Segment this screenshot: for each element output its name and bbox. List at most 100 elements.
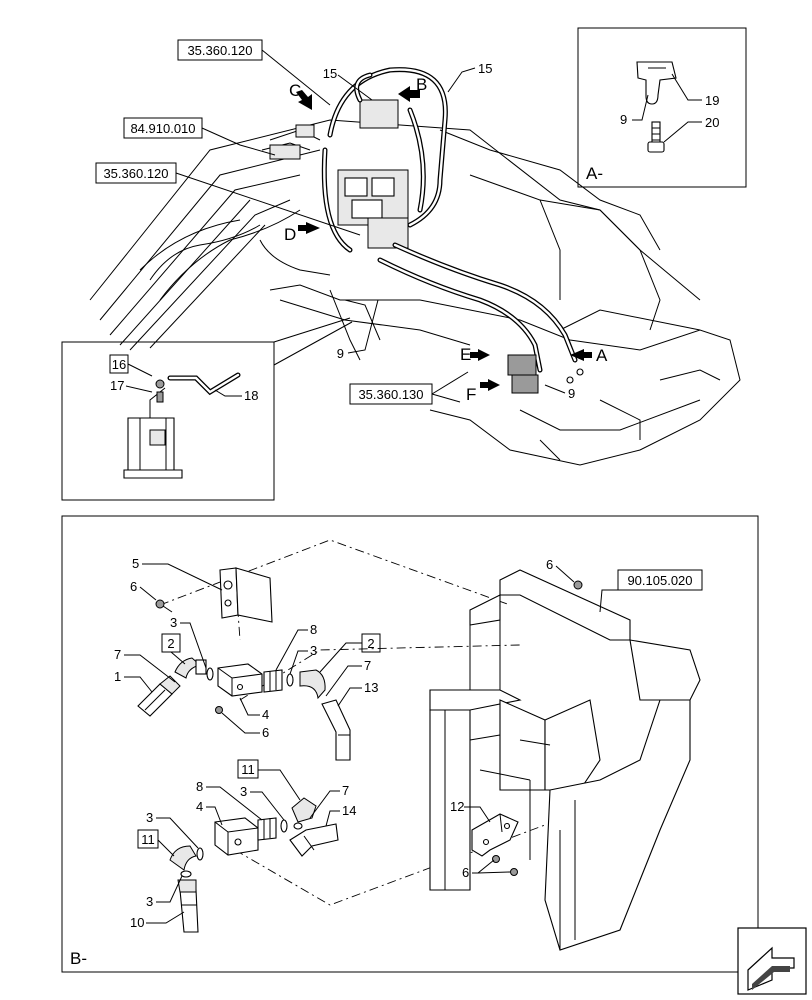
inset-frame (61, 317, 353, 501)
callout-8-upper: 8 (275, 622, 317, 671)
callout-10: 10 (130, 911, 185, 930)
svg-text:D: D (284, 225, 296, 244)
callout-3-lower-left: 3 (146, 810, 199, 849)
svg-text:16: 16 (112, 357, 126, 372)
part-6-bolts-lower (492, 855, 518, 876)
svg-text:11: 11 (141, 832, 155, 847)
callout-13: 13 (337, 680, 378, 707)
svg-text:3: 3 (240, 784, 247, 799)
svg-text:6: 6 (262, 725, 269, 740)
detail-a-frame: A- (577, 27, 747, 188)
part-6-bolt-upper (155, 599, 173, 613)
inset-bracket (123, 387, 183, 479)
callout-9-right: 9 (544, 384, 575, 401)
svg-text:35.360.120: 35.360.120 (103, 166, 168, 181)
svg-text:35.360.130: 35.360.130 (358, 387, 423, 402)
ref-box-84-910-010: 84.910.010 (123, 117, 276, 156)
svg-text:6: 6 (462, 865, 469, 880)
callout-3-upper-left: 3 (170, 615, 207, 669)
svg-text:14: 14 (342, 803, 356, 818)
svg-text:7: 7 (364, 658, 371, 673)
ref-box-90-105-020: 90.105.020 (599, 569, 703, 613)
svg-text:18: 18 (244, 388, 258, 403)
svg-text:35.360.120: 35.360.120 (187, 43, 252, 58)
callout-7-left: 7 (114, 647, 176, 683)
svg-text:4: 4 (262, 707, 269, 722)
detail-b-construction-lines (159, 539, 546, 906)
svg-text:1: 1 (114, 669, 121, 684)
part-8-fitting-upper (263, 669, 294, 693)
cab-frame-structure (429, 569, 701, 951)
svg-text:7: 7 (342, 783, 349, 798)
svg-text:19: 19 (705, 93, 719, 108)
callout-11-lower: 11 (137, 829, 175, 857)
svg-text:9: 9 (568, 386, 575, 401)
svg-text:15: 15 (478, 61, 492, 76)
part-13-hose-right (321, 699, 351, 761)
svg-text:E: E (460, 345, 471, 364)
inset-pipe (155, 372, 241, 403)
callout-4-lower: 4 (196, 799, 223, 826)
svg-text:3: 3 (170, 615, 177, 630)
svg-text:F: F (466, 385, 476, 404)
callout-7-lower: 7 (309, 783, 349, 819)
callout-6-bottom: 6 (462, 859, 511, 880)
part-11-elbow-upper (291, 797, 317, 830)
svg-text:3: 3 (310, 643, 317, 658)
arrow-a: A (570, 346, 608, 365)
arrow-b: B (398, 75, 427, 102)
ref-box-35-360-120-top: 35.360.120 (177, 39, 331, 106)
part-2-elbow-right (299, 669, 326, 700)
callout-2-left: 2 (161, 633, 186, 665)
arrow-f: F (466, 379, 500, 404)
svg-text:3: 3 (146, 810, 153, 825)
svg-text:84.910.010: 84.910.010 (130, 121, 195, 136)
svg-text:6: 6 (130, 579, 137, 594)
svg-text:B: B (416, 75, 427, 94)
inset-callouts: 16 17 18 (109, 354, 258, 403)
callout-3-upper-right: 3 (289, 643, 317, 675)
callout-6-mid: 6 (221, 712, 269, 740)
arrow-e: E (460, 345, 490, 364)
part-4-block-upper (217, 663, 263, 697)
svg-text:8: 8 (310, 622, 317, 637)
svg-text:9: 9 (620, 112, 627, 127)
ref-box-35-360-130: 35.360.130 (349, 371, 469, 405)
svg-text:C: C (289, 81, 301, 100)
detail-b-frame: B- (61, 515, 759, 973)
svg-text:11: 11 (241, 762, 255, 777)
callout-6-upper-left: 6 (130, 579, 157, 601)
svg-text:6: 6 (546, 557, 553, 572)
callout-2-right: 2 (319, 633, 381, 673)
callout-4-upper: 4 (239, 697, 269, 722)
svg-text:4: 4 (196, 799, 203, 814)
part-6-bolt-mid (215, 706, 223, 714)
svg-text:10: 10 (130, 915, 144, 930)
part-2-elbow-left (174, 657, 214, 681)
callout-1: 1 (114, 669, 153, 693)
navigate-arrow-icon[interactable] (737, 927, 807, 995)
callout-8-lower: 8 (196, 779, 263, 821)
svg-text:20: 20 (705, 115, 719, 130)
svg-text:15: 15 (323, 66, 337, 81)
svg-text:A: A (596, 346, 608, 365)
part-1-hose-end-left (137, 675, 181, 717)
part-4-block-lower (214, 817, 259, 856)
callout-7-right: 7 (325, 658, 371, 697)
part-6-bolt-upper-right (573, 580, 583, 590)
svg-text:13: 13 (364, 680, 378, 695)
detail-a-callouts: 19 9 20 (620, 73, 719, 143)
ref-box-35-360-120-mid: 35.360.120 (95, 162, 361, 236)
svg-text:B-: B- (70, 949, 87, 968)
callout-5: 5 (132, 556, 223, 591)
callout-11-upper: 11 (237, 759, 301, 801)
detail-a-bracket (636, 61, 677, 153)
callout-15-right: 15 (447, 61, 492, 93)
svg-text:12: 12 (450, 799, 464, 814)
callout-3-lower-mid: 3 (240, 784, 285, 821)
callout-6-upper-right: 6 (546, 557, 575, 583)
part-12-bracket (471, 813, 519, 857)
svg-text:90.105.020: 90.105.020 (627, 573, 692, 588)
svg-text:A-: A- (586, 164, 603, 183)
